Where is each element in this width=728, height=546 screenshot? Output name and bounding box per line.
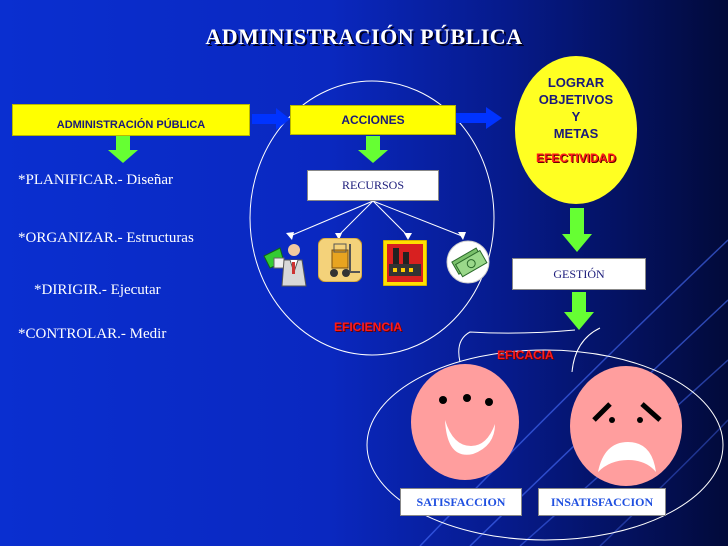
- function-item: *DIRIGIR.- Ejecutar: [34, 282, 161, 298]
- eficacia-label: EFICACIA: [497, 348, 554, 362]
- efectividad-label: EFECTIVIDAD: [535, 151, 616, 165]
- down-arrow-efectividad: [562, 208, 592, 252]
- resource-branches: [289, 200, 463, 237]
- eficacia-lines: [458, 327, 601, 373]
- outcome-ellipse: [366, 349, 724, 541]
- right-arrow-2: [456, 107, 502, 129]
- money-icon: [446, 240, 490, 284]
- admin-box: ADMINISTRACIÓN PÚBLICA: [12, 104, 250, 136]
- factory-icon: [383, 240, 427, 286]
- goal-line: OBJETIVOS: [538, 92, 614, 107]
- down-arrow-acciones: [358, 136, 388, 163]
- down-arrow-admin: [108, 136, 138, 163]
- function-item: *ORGANIZAR.- Estructuras: [18, 230, 194, 246]
- forklift-icon: [318, 238, 362, 282]
- goal-line: LOGRAR: [547, 75, 605, 90]
- goals-oval: LOGRAR OBJETIVOS Y METAS EFECTIVIDAD: [515, 56, 637, 204]
- happy-face-icon: [411, 364, 519, 480]
- businessman-icon: [263, 244, 307, 287]
- function-item: *CONTROLAR.- Medir: [18, 326, 167, 342]
- efficiency-circle: [249, 80, 495, 356]
- satisfaccion-box: SATISFACCION: [400, 488, 522, 516]
- gestion-box: GESTIÓN: [512, 258, 646, 290]
- sad-face-icon: [570, 366, 682, 486]
- page-title: ADMINISTRACIÓN PÚBLICA: [205, 24, 523, 49]
- function-item: *PLANIFICAR.- Diseñar: [18, 172, 173, 188]
- acciones-box: ACCIONES: [290, 105, 456, 135]
- goal-line: Y: [571, 109, 581, 124]
- recursos-box: RECURSOS: [307, 170, 439, 201]
- right-arrow-1: [252, 108, 290, 130]
- goal-line: METAS: [553, 126, 599, 141]
- down-arrow-gestion: [564, 292, 594, 330]
- insatisfaccion-box: INSATISFACCION: [538, 488, 666, 516]
- eficiencia-label: EFICIENCIA: [334, 320, 403, 334]
